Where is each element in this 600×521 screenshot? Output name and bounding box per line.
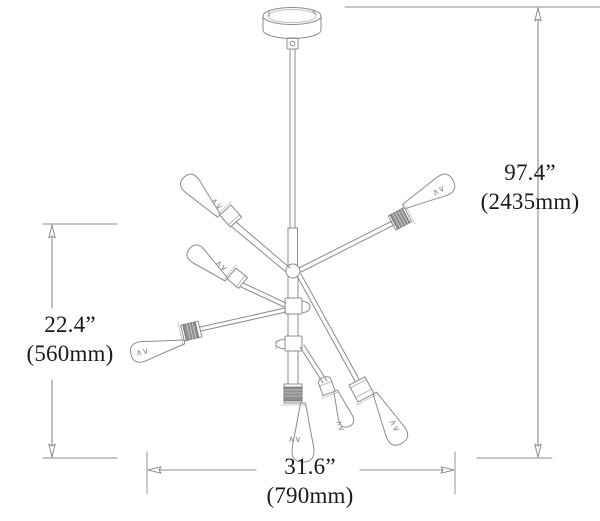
dimension-drop-label: 97.4” (2435mm) xyxy=(460,158,600,216)
dimension-width-imperial: 31.6” xyxy=(284,454,336,479)
dimension-width-metric: (790mm) xyxy=(266,483,354,508)
arm-upper-left xyxy=(231,221,291,273)
dimension-width-31 xyxy=(146,451,456,495)
arm-lower-left xyxy=(199,307,287,332)
arm-bottom-right xyxy=(296,273,360,382)
bulb-upper-left: ∧∨ xyxy=(180,173,243,228)
dimension-drop-metric: (2435mm) xyxy=(480,189,580,214)
svg-text:∧∨: ∧∨ xyxy=(135,346,150,359)
bulb-mid-left: ∧∨ xyxy=(186,244,248,289)
stem-segment-bottom xyxy=(287,350,299,385)
arm-upper-right xyxy=(298,220,395,273)
dimension-drop-97 xyxy=(344,6,600,459)
dimension-height-imperial: 22.4” xyxy=(44,312,96,337)
suspension-stem xyxy=(287,48,298,267)
stem-segment-mid xyxy=(287,276,299,299)
stem-segment-lower xyxy=(287,313,299,337)
arm-mid-left xyxy=(240,282,287,308)
dimension-height-22 xyxy=(42,223,118,459)
svg-text:∧∨: ∧∨ xyxy=(387,417,402,433)
dimension-drop-imperial: 97.4” xyxy=(504,160,556,185)
hub-ball-joint xyxy=(285,263,301,279)
bulb-lower-left: ∧∨ xyxy=(129,320,203,363)
ceiling-canopy xyxy=(262,7,322,50)
svg-text:∧∨: ∧∨ xyxy=(430,183,446,198)
bulb-bottom-small: ∧∨ xyxy=(318,376,355,433)
hub-collar-upper xyxy=(284,297,311,315)
dimension-width-label: 31.6” (790mm) xyxy=(200,452,420,510)
bulb-upper-right: ∧∨ xyxy=(387,173,456,231)
bulb-bottom-center: ∧∨ xyxy=(280,383,315,463)
svg-text:∧∨: ∧∨ xyxy=(334,419,346,433)
hub-collar-lower xyxy=(275,335,303,352)
arm-bottom-small xyxy=(299,344,328,384)
bulb-bottom-right: ∧∨ xyxy=(348,376,409,446)
dimension-height-metric: (560mm) xyxy=(26,341,114,366)
svg-text:∧∨: ∧∨ xyxy=(213,258,230,274)
svg-text:∧∨: ∧∨ xyxy=(288,434,301,444)
dimension-height-label: 22.4” (560mm) xyxy=(0,310,140,368)
